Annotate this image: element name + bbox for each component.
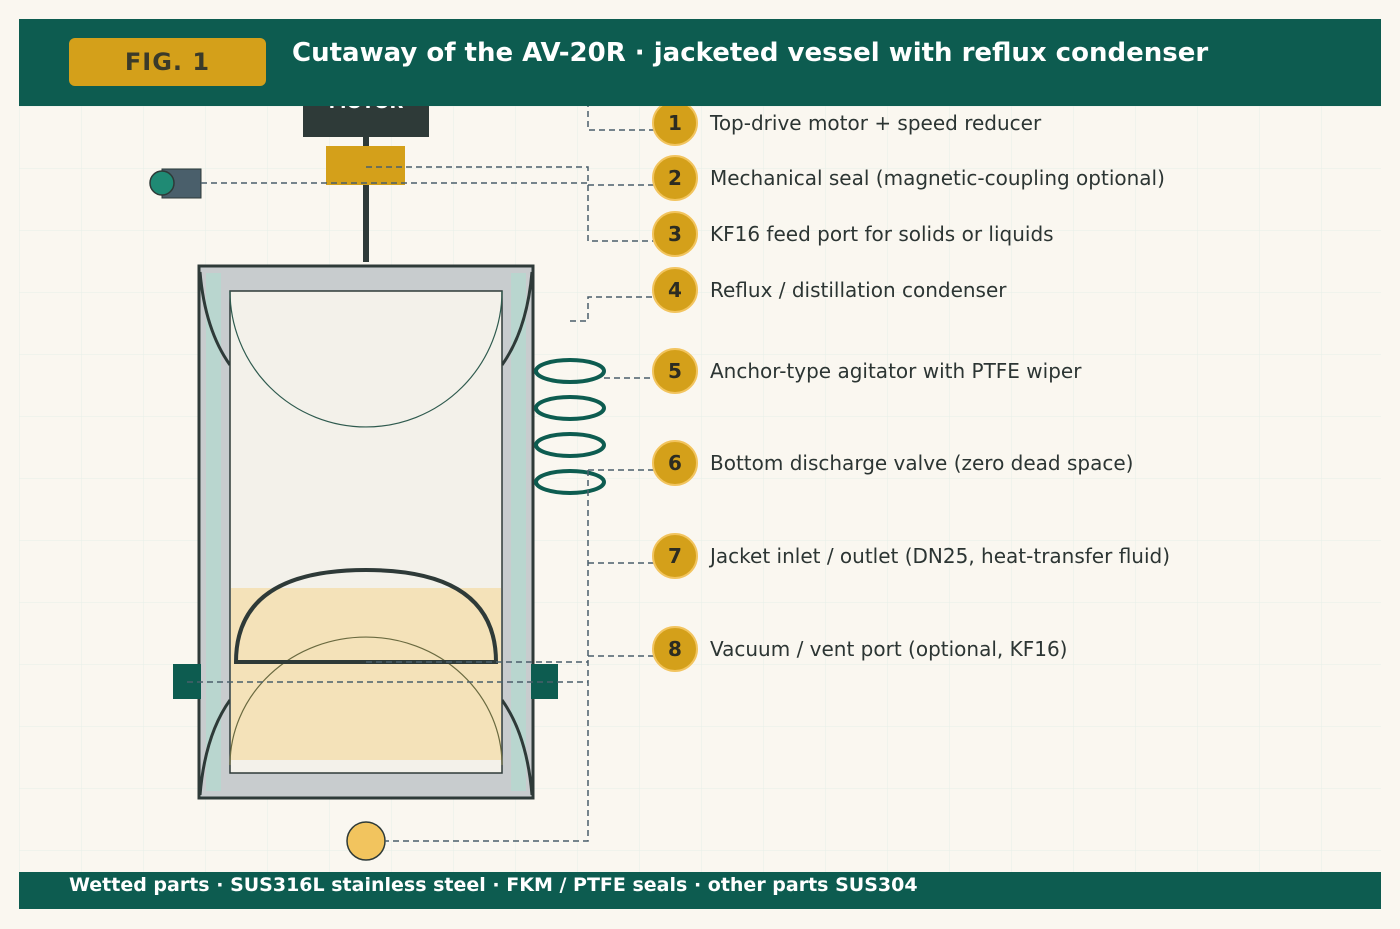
callout-number: 1 — [668, 111, 682, 135]
liquid-charge — [231, 588, 501, 760]
feed-port-cap — [149, 170, 175, 196]
leader-lines — [187, 103, 654, 842]
callout-5: 5 Anchor-type agitator with PTFE wiper — [652, 348, 1082, 394]
footer-note: Wetted parts · SUS316L stainless steel ·… — [69, 874, 918, 896]
callout-label: Reflux / distillation condenser — [710, 278, 1007, 302]
callout-badge — [652, 211, 698, 257]
callout-8: 8 Vacuum / vent port (optional, KF16) — [652, 626, 1067, 672]
leader-6 — [385, 469, 654, 842]
callout-1: 1 Top-drive motor + speed reducer — [652, 100, 1042, 146]
condenser-coil-1 — [534, 358, 606, 384]
footer-bar — [19, 872, 1381, 909]
leader-3 — [587, 185, 654, 242]
callout-badge — [652, 267, 698, 313]
callout-2: 2 Mechanical seal (magnetic-coupling opt… — [652, 155, 1165, 201]
leader-2 — [201, 166, 654, 186]
callout-label: Jacket inlet / outlet (DN25, heat-transf… — [708, 544, 1170, 568]
figure-badge: FIG. 1 — [69, 38, 266, 86]
callout-badge — [652, 155, 698, 201]
jacket-fluid-left — [206, 273, 221, 791]
callout-number: 2 — [668, 166, 682, 190]
anchor-agitator — [233, 567, 499, 664]
top-head-curve — [229, 290, 503, 428]
callout-label: KF16 feed port for solids or liquids — [710, 222, 1054, 246]
callout-number: 8 — [668, 637, 682, 661]
callout-7: 7 Jacket inlet / outlet (DN25, heat-tran… — [652, 533, 1170, 579]
callout-label: Bottom discharge valve (zero dead space) — [710, 451, 1133, 475]
callout-badge — [652, 533, 698, 579]
mechanical-seal — [326, 146, 405, 185]
jacket-curve-bottom-right — [500, 699, 534, 796]
callout-badge — [652, 348, 698, 394]
leader-4 — [570, 296, 654, 322]
callout-number: 4 — [668, 278, 682, 302]
callout-number: 5 — [668, 359, 682, 383]
leader-8 — [187, 655, 654, 683]
callout-6: 6 Bottom discharge valve (zero dead spac… — [652, 440, 1133, 486]
callout-badge — [652, 440, 698, 486]
callout-4: 4 Reflux / distillation condenser — [652, 267, 1007, 313]
callout-label: Anchor-type agitator with PTFE wiper — [710, 359, 1082, 383]
bottom-head-curve — [229, 636, 503, 766]
condenser-coil-2 — [534, 395, 606, 421]
condenser-coil-3 — [534, 432, 606, 458]
callout-number: 3 — [668, 222, 682, 246]
callout-number: 7 — [668, 544, 682, 568]
figure-title: Cutaway of the AV-20R · jacketed vessel … — [292, 38, 1209, 68]
callout-label: Mechanical seal (magnetic-coupling optio… — [710, 166, 1165, 190]
condenser-coil-4 — [534, 469, 606, 495]
callout-number: 6 — [668, 451, 682, 475]
callout-3: 3 KF16 feed port for solids or liquids — [652, 211, 1054, 257]
callout-label: Vacuum / vent port (optional, KF16) — [710, 637, 1067, 661]
jacket-fluid-right — [511, 273, 526, 791]
jacket-curve-bottom-left — [198, 699, 232, 796]
jacket-nozzle-right — [531, 664, 558, 699]
callout-badge — [652, 626, 698, 672]
jacket-curve-top-left — [198, 271, 232, 366]
callout-label: Top-drive motor + speed reducer — [709, 111, 1042, 135]
discharge-valve — [346, 821, 386, 861]
jacket-curve-top-right — [500, 271, 534, 366]
